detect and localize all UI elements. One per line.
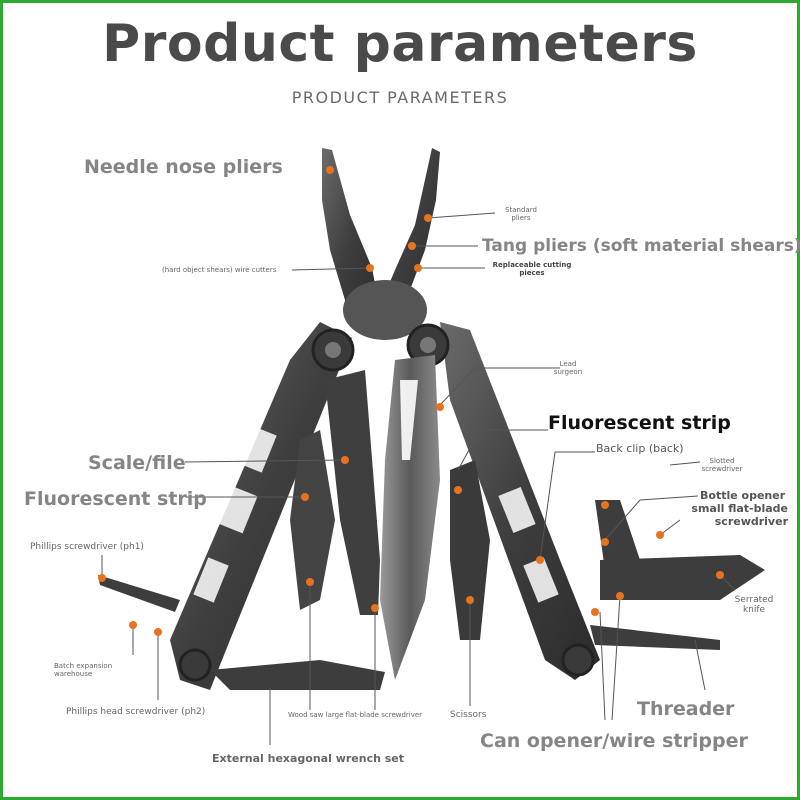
- saw-blade: [290, 430, 335, 610]
- label-small-flat-blade: small flat-blade screwdriver: [691, 502, 788, 528]
- ph1-screwdriver: [98, 575, 180, 612]
- bottle-opener-tool: [595, 500, 640, 570]
- page-subtitle: PRODUCT PARAMETERS: [291, 88, 509, 107]
- label-bottle-opener: Bottle opener: [700, 489, 786, 502]
- callout-lines: [101, 212, 736, 745]
- label-phillips-ph2: Phillips head screwdriver (ph2): [66, 707, 206, 717]
- damascus-knife: [380, 355, 440, 680]
- label-threader: Threader: [637, 698, 735, 720]
- label-standard-pliers: Standard pliers: [505, 206, 537, 222]
- label-back-clip: Back clip (back): [596, 442, 684, 455]
- label-tang-pliers: Tang pliers (soft material shears): [482, 236, 800, 256]
- label-batch-expansion: Batch expansion warehouse: [54, 662, 113, 678]
- threader-tool: [590, 625, 720, 650]
- hex-wrench-tool: [210, 660, 385, 690]
- label-fluorescent-strip-left: Fluorescent strip: [24, 488, 207, 510]
- label-hex-wrench: External hexagonal wrench set: [212, 752, 405, 765]
- label-slotted-screwdriver: Slotted screwdriver: [701, 457, 743, 473]
- file-blade: [325, 370, 380, 615]
- label-wire-cutters: (hard object shears) wire cutters: [162, 266, 277, 274]
- label-phillips-ph1: Phillips screwdriver (ph1): [30, 542, 144, 552]
- right-handle: [406, 322, 600, 680]
- label-wood-saw: Wood saw large flat-blade screwdriver: [288, 711, 423, 719]
- label-lead-surgeon: Lead surgeon: [553, 360, 583, 376]
- label-fluorescent-strip-right: Fluorescent strip: [548, 412, 731, 434]
- label-can-opener: Can opener/wire stripper: [480, 730, 748, 752]
- scissors: [450, 460, 490, 640]
- label-scissors: Scissors: [450, 710, 487, 720]
- label-scale-file: Scale/file: [88, 452, 186, 474]
- callout-dots: [98, 166, 724, 636]
- label-replaceable-cutting-pieces: Replaceable cutting pieces: [492, 261, 572, 277]
- label-serrated-knife: Serrated knife: [734, 595, 774, 615]
- pliers-jaws: [322, 148, 440, 340]
- serrated-knife-blade: [600, 555, 765, 600]
- label-needle-nose-pliers: Needle nose pliers: [84, 156, 283, 178]
- page-title: Product parameters: [102, 14, 698, 74]
